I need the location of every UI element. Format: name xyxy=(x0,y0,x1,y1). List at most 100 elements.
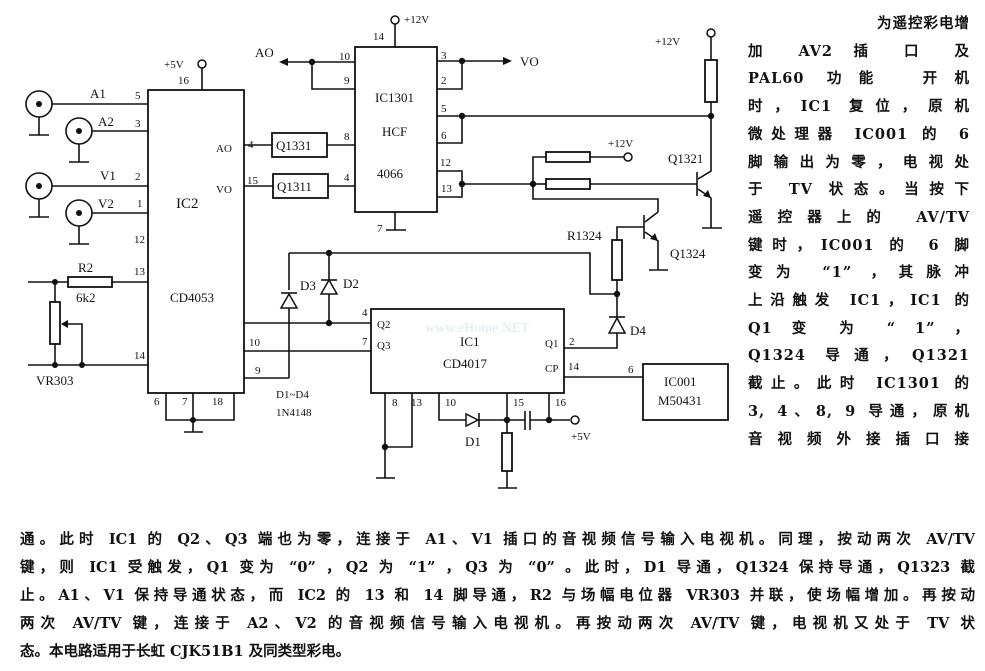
q1311-label: Q1311 xyxy=(277,179,312,194)
jack-v2-label: V2 xyxy=(98,196,114,211)
supply-12v-label: +12V xyxy=(655,36,680,48)
vr303-label: VR303 xyxy=(36,373,74,388)
pin-label: 18 xyxy=(212,396,224,408)
pin-label: 9 xyxy=(344,75,350,87)
pin-label: 14 xyxy=(568,361,580,373)
pin-label: 7 xyxy=(182,396,188,408)
side-line: 3, 4、8, 9 导通，原机 xyxy=(748,402,970,420)
jack-a2-label: A2 xyxy=(98,114,114,129)
pin-label: 5 xyxy=(441,103,447,115)
ic2-5v-supply: +5V xyxy=(164,59,207,90)
pin-label: 14 xyxy=(134,350,146,362)
pin-label: 10 xyxy=(339,51,351,63)
bottom-line: 止。A1、V1 保持导通状态，而 IC2 的 13 和 14 脚导通，R2 与场… xyxy=(20,587,975,604)
pin-label: 2 xyxy=(135,171,141,183)
pin-label: 14 xyxy=(373,31,385,43)
diode-d2: D2 xyxy=(319,253,359,327)
ao-output: AO xyxy=(255,45,355,90)
side-line: 遥控器上的 AV/TV xyxy=(748,208,970,226)
side-line: 键时，IC001 的 6 脚 xyxy=(748,236,970,254)
transistor-q1321: Q1321 xyxy=(668,116,722,229)
pin-label: 13 xyxy=(411,397,423,409)
side-line: 加 AV2 插 口 及 xyxy=(748,42,970,60)
pin-label: 1 xyxy=(137,198,143,210)
pin-label: 6 xyxy=(154,396,160,408)
vo-output: VO xyxy=(437,54,539,90)
ic2-label: IC2 xyxy=(176,196,199,212)
net-ic2-ic1 xyxy=(244,322,371,379)
side-line: 微处理器 IC001 的 6 xyxy=(748,125,970,143)
ic2-ao-label: AO xyxy=(216,143,232,155)
d4-label: D4 xyxy=(630,323,646,338)
diodes-range-label: D1~D4 xyxy=(276,389,309,401)
d3-label: D3 xyxy=(300,278,316,293)
ic1301-12v-supply: +12V xyxy=(390,14,429,47)
q1321-label: Q1321 xyxy=(668,151,703,166)
q1324-label: Q1324 xyxy=(670,246,706,261)
side-line: 音视频外接插口接 xyxy=(748,430,970,448)
d1-label: D1 xyxy=(465,434,481,449)
pin-label: 4 xyxy=(344,172,350,184)
pin-label: 13 xyxy=(134,266,146,278)
d2-label: D2 xyxy=(343,276,359,291)
ic2-part-label: CD4053 xyxy=(170,290,214,305)
side-description: 为遥控彩电增 加 AV2 插 口 及 PAL60 功能 开机 时，IC1 复位，… xyxy=(748,10,970,453)
bottom-line: 键，则 IC1 受触发，Q1 变为 “0” ，Q2 为 “1” ，Q3 为 “0… xyxy=(20,559,975,576)
jack-a1: A1 xyxy=(25,86,148,136)
ic1-q2-label: Q2 xyxy=(377,319,390,331)
r2-label: R2 xyxy=(78,260,93,275)
net-diode-bus xyxy=(289,249,617,295)
resistor-r2: R2 6k2 xyxy=(28,260,148,305)
diode-d3: D3 xyxy=(279,253,316,378)
net-pin12-13: +12V xyxy=(437,138,697,212)
vo-output-label: VO xyxy=(520,54,539,69)
pin-label: 13 xyxy=(441,183,453,195)
ic2-chip: IC2 CD4053 AO VO 16 5 3 2 1 12 13 14 4 1… xyxy=(134,75,261,408)
ic1301-part-label: 4066 xyxy=(377,166,404,181)
jack-a1-label: A1 xyxy=(90,86,106,101)
pin-label: 15 xyxy=(247,175,259,187)
pin-label: 8 xyxy=(392,397,398,409)
pin-label: 16 xyxy=(555,397,567,409)
side-line: PAL60 功能 开机 xyxy=(748,70,970,88)
supply-12v-label: +12V xyxy=(608,138,633,150)
side-title-line: 为遥控彩电增 xyxy=(877,15,970,32)
supply-5v-label: +5V xyxy=(164,59,184,71)
side-line: 时，IC1 复位，原机 xyxy=(748,98,970,116)
resistor-r1324: R1324 xyxy=(567,228,623,298)
ic1-bottom-net: D1 +5V xyxy=(376,393,591,489)
ic1301-chip: IC1301 HCF 4066 14 10 9 8 4 7 3 2 5 6 12… xyxy=(339,31,453,235)
supply-5v-label: +5V xyxy=(571,431,591,443)
ic1-label: IC1 xyxy=(460,334,480,349)
side-line: 脚输出为零，电视处 xyxy=(748,153,970,171)
pin-label: 6 xyxy=(441,130,447,142)
side-line: Q1 变 为 “ 1” ， xyxy=(748,319,970,337)
transistor-q1324: Q1324 xyxy=(616,211,706,271)
circuit-schematic: IC2 CD4053 AO VO 16 5 3 2 1 12 13 14 4 1… xyxy=(25,14,729,489)
net-pin5-6 xyxy=(437,112,715,144)
ic1301-ground xyxy=(386,212,406,231)
ic1-q1-label: Q1 xyxy=(545,338,558,350)
ic2-vo-label: VO xyxy=(216,184,232,196)
pin-label: 10 xyxy=(249,337,261,349)
pin-label: 15 xyxy=(513,397,525,409)
pin-label: 3 xyxy=(441,50,447,62)
pin-label: 12 xyxy=(440,157,451,169)
pullup-resistor: +12V xyxy=(655,28,718,116)
bottom-line: 通。此时 IC1 的 Q2、Q3 端也为零，连接于 A1、V1 插口的音视频信号… xyxy=(20,531,975,548)
side-line: Q1324 导通，Q1321 xyxy=(748,347,970,365)
bottom-line: 态。本电路适用于长虹 CJK51B1 及同类型彩电。 xyxy=(20,643,351,660)
side-line: 截止。此时 IC1301 的 xyxy=(748,375,970,393)
pin-label: 3 xyxy=(135,118,141,130)
ic001-label: IC001 xyxy=(664,374,697,389)
bottom-line: 两次 AV/TV 键，连接于 A2、V2 的音视频信号输入电视机。再按动两次 A… xyxy=(20,615,975,632)
side-line: 变为 “1” ，其脉冲 xyxy=(748,264,970,282)
ic1301-label: IC1301 xyxy=(375,90,414,105)
pin-label: 2 xyxy=(569,336,575,348)
pin-label: 4 xyxy=(362,307,368,319)
ic001-part-label: M50431 xyxy=(658,393,702,408)
diode-d4: D4 xyxy=(564,294,646,349)
q1331-label: Q1331 xyxy=(276,138,311,153)
ic2-ground xyxy=(165,393,235,433)
pin-label: 6 xyxy=(628,364,634,376)
